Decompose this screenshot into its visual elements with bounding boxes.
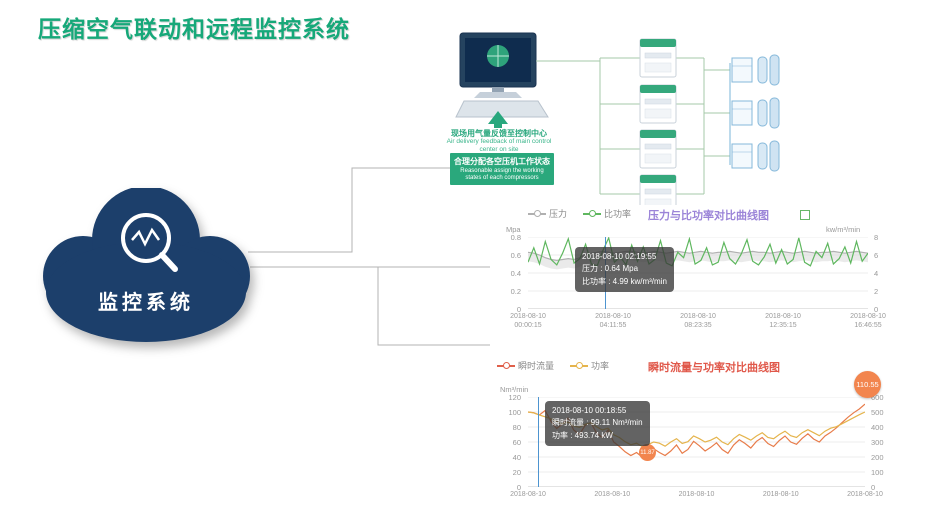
tooltip-specific-power: 比功率 : 4.99 kw/m³/min <box>582 276 667 286</box>
y-axis-tick: 8 <box>874 233 879 242</box>
y-axis-tick: 400 <box>871 423 884 432</box>
crosshair-line <box>538 397 539 487</box>
y-axis-tick: 0.8 <box>510 233 521 242</box>
y-axis-tick: 80 <box>512 423 521 432</box>
tooltip-time: 2018-08-10 00:18:55 <box>552 406 627 415</box>
legend-item-specific-power[interactable]: 比功率 <box>583 207 631 220</box>
y-axis-tick: 2 <box>874 287 879 296</box>
assign-text-en: Reasonable assign the working states of … <box>460 168 544 181</box>
y-axis-tick: 120 <box>508 393 521 402</box>
x-axis-tick: 2018-08-10 <box>762 491 799 498</box>
point-value-badge: 11.87 <box>639 444 656 461</box>
y-axis-tick: 0.2 <box>510 287 521 296</box>
y-axis-tick: 0 <box>871 483 876 492</box>
tooltip-power: 功率 : 493.74 kW <box>552 430 613 440</box>
up-arrow-icon <box>488 111 508 128</box>
x-axis-tick: 2018-08-10 <box>594 491 631 498</box>
y-axis-tick: 40 <box>512 453 521 462</box>
page-title: 压缩空气联动和远程监控系统 <box>38 16 350 42</box>
y-axis-tick: 100 <box>871 468 884 477</box>
legend-label: 比功率 <box>604 209 632 219</box>
y-axis-tick: 300 <box>871 438 884 447</box>
legend-label: 压力 <box>549 209 568 219</box>
monitoring-cloud: 监控系统 <box>28 186 268 353</box>
tooltip-flow: 瞬时流量 : 99.11 Nm³/min <box>552 418 643 428</box>
legend-label: 功率 <box>591 361 610 371</box>
y-axis-tick: 0 <box>516 305 521 314</box>
chart-legend: 瞬时流量 功率 <box>497 359 609 372</box>
chart-legend: 压力 比功率 <box>528 207 631 220</box>
y-axis-tick: 6 <box>874 251 879 260</box>
air-dryer-unit <box>731 97 780 129</box>
y-axis-tick: 600 <box>871 393 884 402</box>
assign-box: 合理分配各空压机工作状态 Reasonable assign the worki… <box>450 153 554 185</box>
compressor-unit <box>639 38 677 78</box>
chart-title: 瞬时流量与功率对比曲线图 <box>648 362 780 374</box>
y-axis-name-left: Nm³/min <box>500 385 529 394</box>
x-axis-tick: 2018-08-10 <box>510 491 546 498</box>
y-axis-tick: 20 <box>512 468 521 477</box>
line-marker-icon <box>528 210 546 217</box>
feedback-text-en: Air delivery feedback of main control ce… <box>446 138 552 153</box>
feedback-text-cn: 现场用气量反馈至控制中心 <box>451 129 547 138</box>
tooltip-time: 2018-08-10 02:19:55 <box>582 252 657 261</box>
assign-text-cn: 合理分配各空压机工作状态 <box>454 157 550 166</box>
toolbox-icon[interactable] <box>800 210 810 220</box>
legend-item-power[interactable]: 功率 <box>570 359 609 372</box>
compressor-unit <box>639 129 677 169</box>
equipment-drawing <box>455 32 780 213</box>
y-axis-tick: 60 <box>512 438 521 447</box>
x-axis-tick: 2018-08-10 <box>847 491 883 498</box>
y-axis-tick: 4 <box>874 269 879 278</box>
air-dryer-unit <box>731 140 780 172</box>
scada-diagram: 现场用气量反馈至控制中心 Air delivery feedback of ma… <box>440 25 885 213</box>
chart-title: 压力与比功率对比曲线图 <box>648 210 769 222</box>
magnifier-icon <box>121 213 178 272</box>
y-axis-tick: 0.6 <box>510 251 521 260</box>
cloud-label: 监控系统 <box>98 292 194 314</box>
flow-chart[interactable]: 瞬时流量 功率 瞬时流量与功率对比曲线图 Nm³/min 2018-08-10 … <box>490 357 884 505</box>
line-marker-icon <box>497 362 515 369</box>
pressure-chart[interactable]: 压力 比功率 压力与比功率对比曲线图 Mpa kw/m³/min 2018-08… <box>490 205 886 342</box>
control-computer <box>455 32 549 118</box>
compressor-unit <box>639 84 677 124</box>
x-axis-tick: 2018-08-10 <box>678 491 715 498</box>
air-dryer-unit <box>731 54 780 86</box>
legend-item-pressure[interactable]: 压力 <box>528 207 567 220</box>
legend-label: 瞬时流量 <box>518 361 555 371</box>
line-marker-icon <box>570 362 589 369</box>
y-axis-tick: 0 <box>516 483 521 492</box>
tooltip-pressure: 压力 : 0.64 Mpa <box>582 264 639 274</box>
network-lines <box>536 57 730 195</box>
y-axis-tick: 500 <box>871 408 884 417</box>
cloud-shape <box>43 186 250 342</box>
tooltip: 2018-08-10 02:19:55 压力 : 0.64 Mpa 比功率 : … <box>575 247 674 293</box>
legend-item-flow[interactable]: 瞬时流量 <box>497 359 554 372</box>
y-axis-tick: 100 <box>508 408 521 417</box>
compressor-unit <box>639 174 677 213</box>
y-axis-tick: 0 <box>874 305 879 314</box>
y-axis-tick: 200 <box>871 453 884 462</box>
y-axis-tick: 0.4 <box>510 269 521 278</box>
max-value-badge: 110.55 <box>854 371 881 398</box>
tooltip: 2018-08-10 00:18:55 瞬时流量 : 99.11 Nm³/min… <box>545 401 650 447</box>
line-marker-icon <box>583 210 602 217</box>
y-axis-name-left: Mpa <box>506 225 521 234</box>
y-axis-name-right: kw/m³/min <box>826 225 861 234</box>
